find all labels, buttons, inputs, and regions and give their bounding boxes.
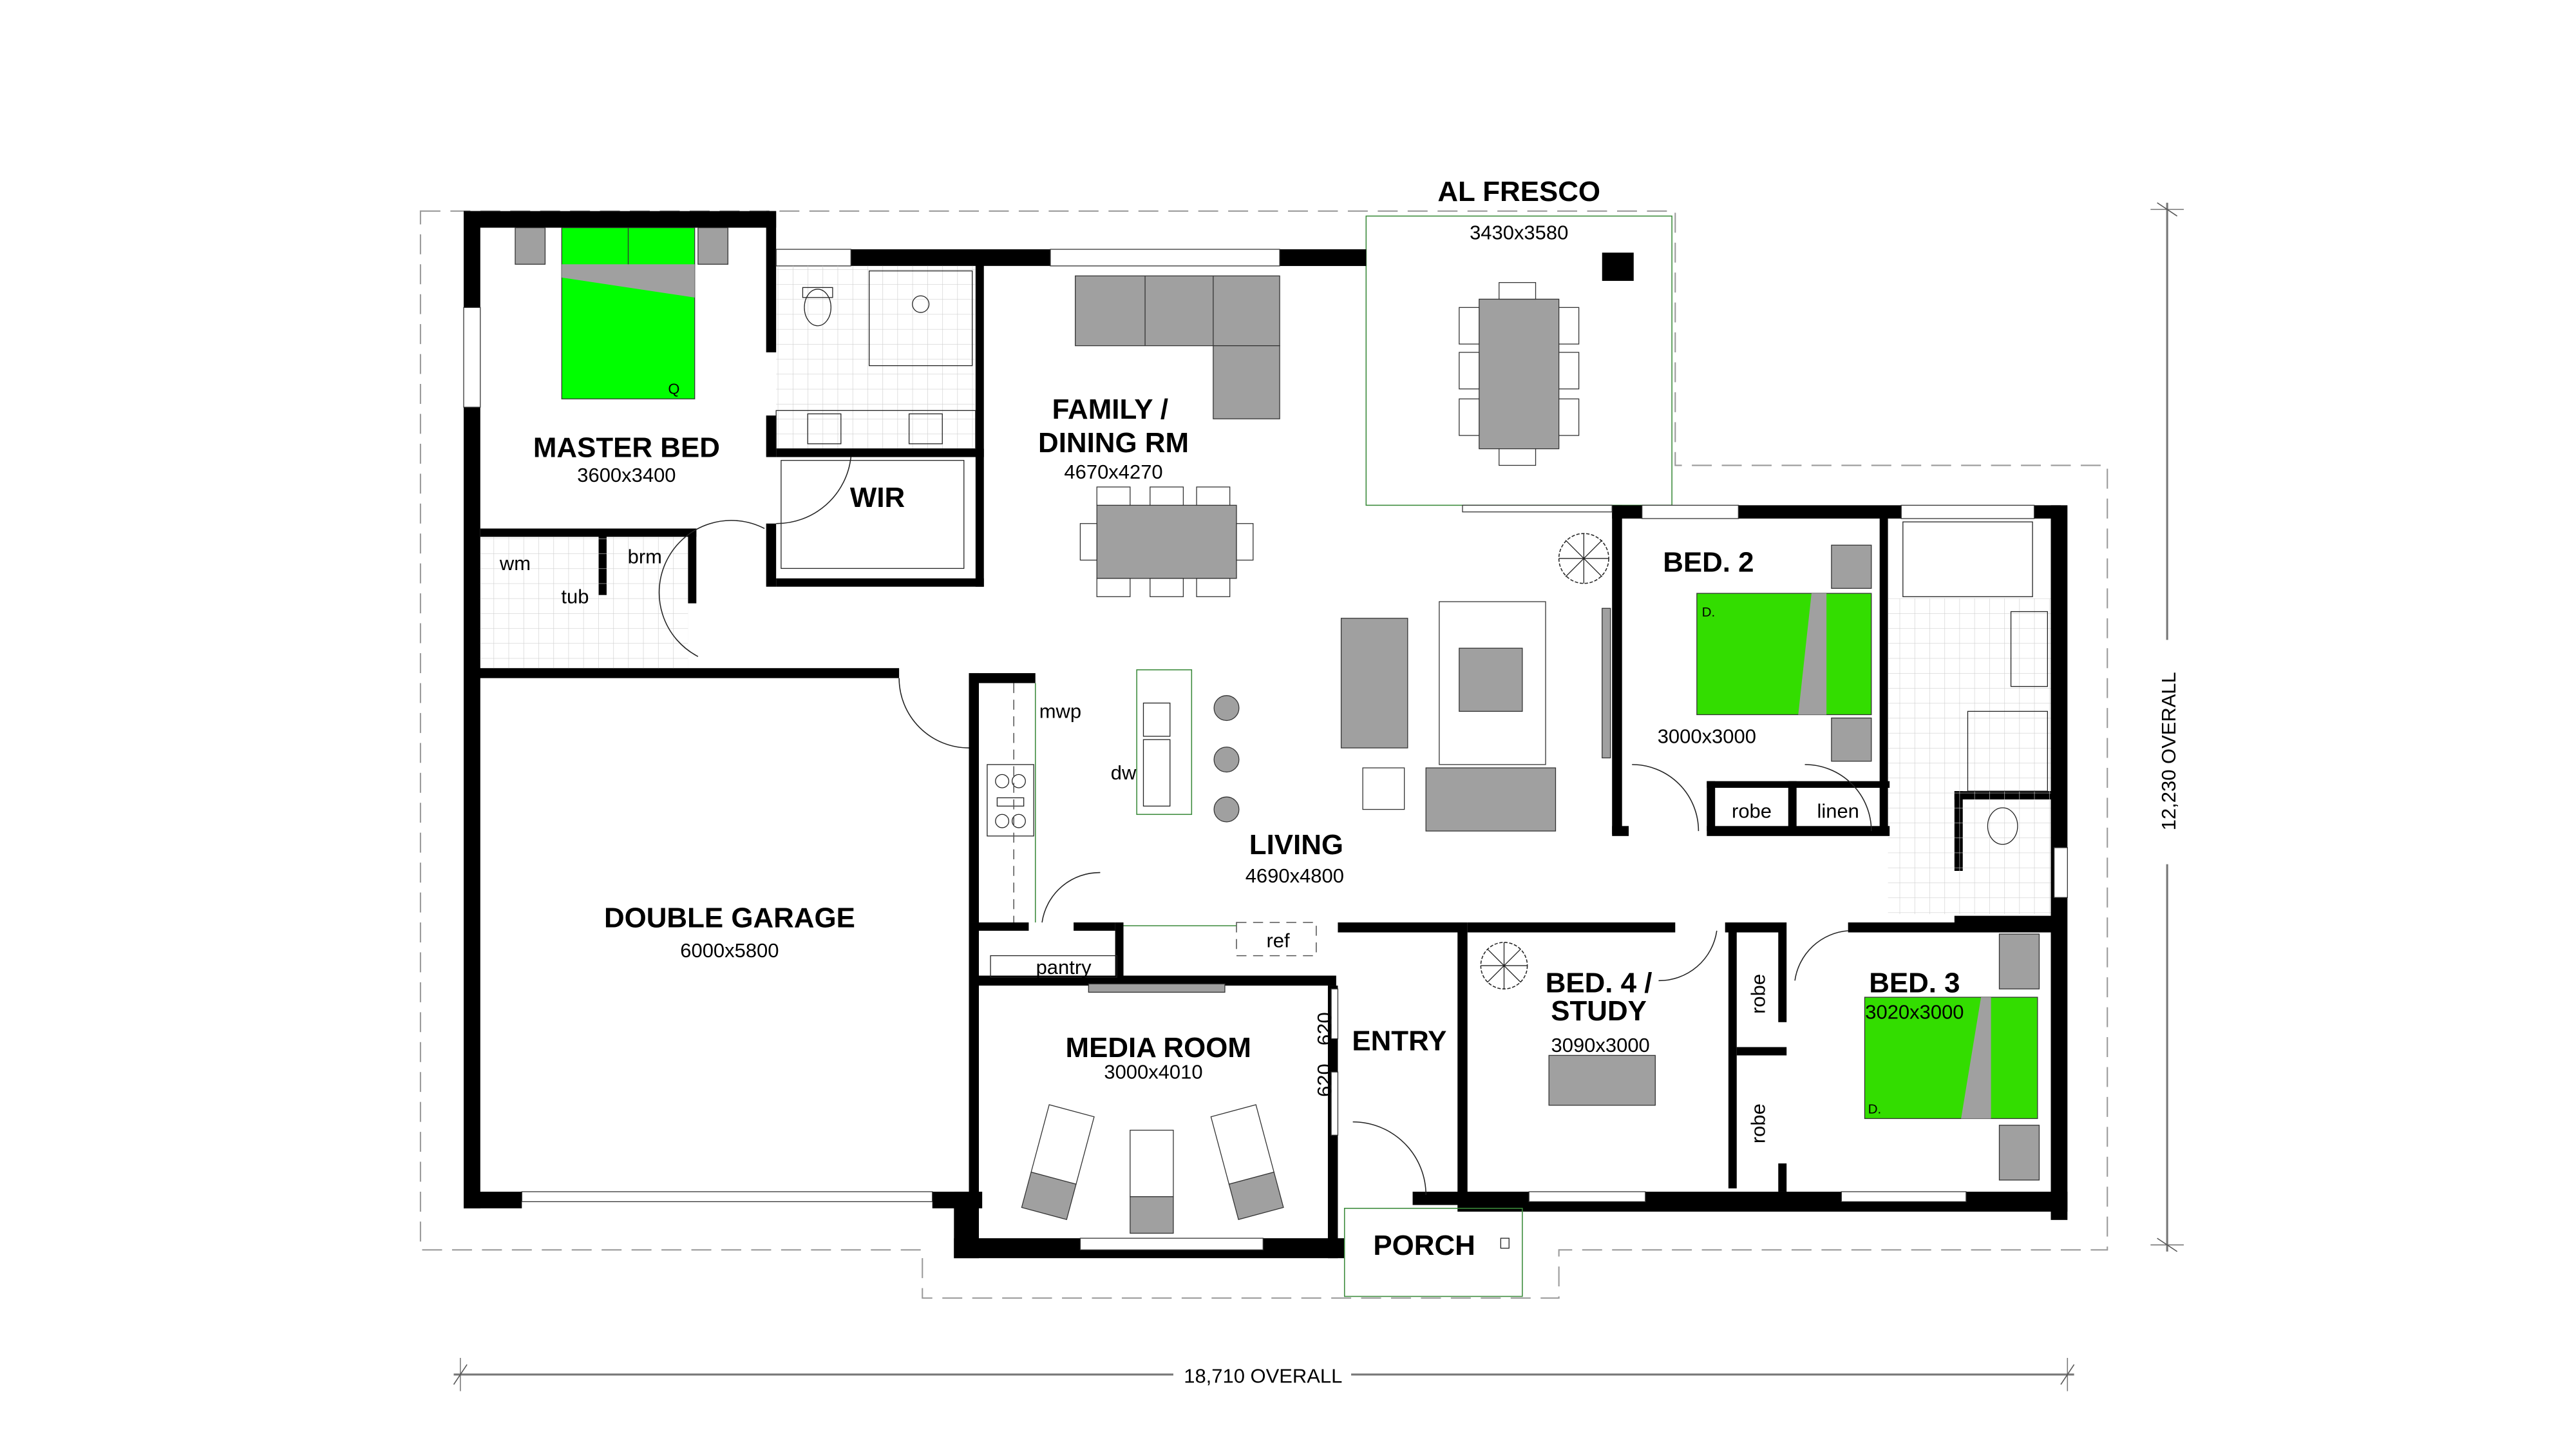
- bed-size-mark-q: Q: [668, 381, 679, 397]
- entry-label: ENTRY: [1352, 1026, 1446, 1057]
- linen-label: linen: [1817, 799, 1859, 822]
- bed-size-mark-d: D.: [1868, 1102, 1882, 1117]
- media-room-furniture: [1021, 983, 1284, 1234]
- porch-area: [1343, 1208, 1523, 1297]
- family-dining-furniture: [1075, 275, 1280, 597]
- wir-label: WIR: [850, 482, 905, 513]
- alfresco-label: AL FRESCO: [1437, 176, 1600, 207]
- bed2-label: BED. 2: [1663, 547, 1754, 578]
- ref-label: ref: [1266, 930, 1290, 952]
- robe-bed3-label: robe: [1747, 1103, 1770, 1143]
- dimension-depth: 12,230 OVERALL: [2150, 202, 2184, 1252]
- porch-label: PORCH: [1373, 1230, 1475, 1261]
- dimension-width: 18,710 OVERALL: [453, 1357, 2075, 1391]
- bed2-furniture: D.: [1696, 544, 1872, 762]
- plant-icon: [1480, 942, 1528, 989]
- bed3-size: 3020x3000: [1865, 1001, 1964, 1024]
- bed4-study-size: 3090x3000: [1551, 1034, 1650, 1056]
- door-swings: [658, 457, 1872, 1196]
- double-garage-size: 6000x5800: [680, 939, 779, 962]
- plant-icon: [1558, 533, 1609, 584]
- plants: [1480, 533, 1609, 989]
- boundary-outline: [419, 210, 2108, 1299]
- master-bed-size: 3600x3400: [577, 464, 676, 486]
- brm-label: brm: [628, 546, 662, 568]
- overall-depth-label: 12,230 OVERALL: [2157, 672, 2180, 830]
- master-bed-furniture: Q: [515, 227, 976, 569]
- entry-window-dim-2: 620: [1313, 1064, 1336, 1097]
- bed4-furniture: [1548, 1055, 1656, 1106]
- alfresco-area: [1365, 215, 1672, 506]
- bed3-label: BED. 3: [1869, 967, 1960, 998]
- master-bed-label: MASTER BED: [533, 432, 720, 464]
- double-garage-label: DOUBLE GARAGE: [604, 902, 855, 934]
- robe-bed4-label: robe: [1747, 974, 1770, 1014]
- room-labels: AL FRESCO 3430x3580 MASTER BED 3600x3400…: [499, 176, 1964, 1261]
- bed-size-mark-d: D.: [1702, 605, 1716, 620]
- tub-label: tub: [561, 586, 589, 608]
- media-room-size: 3000x4010: [1104, 1061, 1202, 1083]
- bed4-study-label-line2: STUDY: [1551, 995, 1647, 1027]
- mwp-label: mwp: [1039, 700, 1081, 723]
- living-furniture: [987, 601, 1611, 978]
- bed4-study-label-line1: BED. 4 /: [1546, 967, 1653, 998]
- living-size: 4690x4800: [1245, 864, 1344, 887]
- bbq-icon: [1602, 253, 1634, 282]
- windows: [463, 249, 2068, 1250]
- media-room-label: MEDIA ROOM: [1066, 1032, 1251, 1064]
- bed3-furniture: D.: [1864, 933, 2040, 1181]
- living-label: LIVING: [1249, 829, 1343, 861]
- pantry-label: pantry: [1036, 956, 1092, 978]
- wm-label: wm: [499, 552, 531, 575]
- family-dining-label-line2: DINING RM: [1038, 427, 1189, 459]
- entry-window-dim-1: 620: [1313, 1012, 1336, 1045]
- overall-width-label: 18,710 OVERALL: [1184, 1365, 1342, 1388]
- alfresco-size: 3430x3580: [1470, 222, 1568, 244]
- dw-label: dw: [1111, 761, 1137, 784]
- family-dining-size: 4670x4270: [1064, 461, 1162, 483]
- bed2-size: 3000x3000: [1658, 725, 1756, 747]
- robe-bed2-label: robe: [1732, 799, 1772, 822]
- family-dining-label-line1: FAMILY /: [1052, 394, 1168, 425]
- bathroom-fixtures: [1902, 521, 2048, 845]
